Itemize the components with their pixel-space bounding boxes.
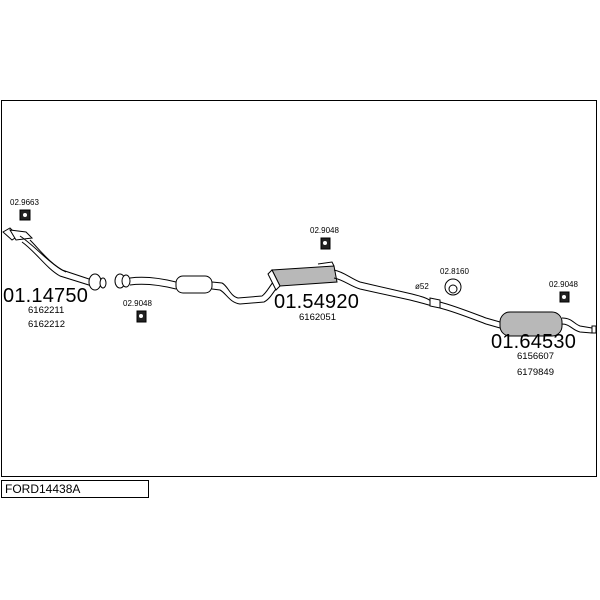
part-ref-front-pipe-2: 6162212 <box>28 319 65 330</box>
diagram-title: FORD14438A <box>5 482 81 496</box>
part-ref-rear-silencer-2: 6179849 <box>517 367 554 378</box>
hanger-icon <box>320 237 331 250</box>
diagram-title-box: FORD14438A <box>1 480 149 498</box>
pipe-diameter-label: ø52 <box>415 282 429 291</box>
hanger-icon <box>559 291 570 303</box>
part-ref-front-pipe-1: 6162211 <box>28 305 65 316</box>
accessory-code-gasket: 02.9663 <box>10 198 39 207</box>
part-code-center-silencer: 01.54920 <box>274 291 360 313</box>
part-code-front-pipe: 01.14750 <box>3 285 89 307</box>
accessory-code-clamp: 02.8160 <box>440 267 469 276</box>
part-ref-rear-silencer-1: 6156607 <box>517 351 554 362</box>
clamp-icon <box>444 278 462 296</box>
diagram-frame <box>1 100 597 477</box>
front-pipe-part <box>2 227 107 291</box>
rear-pipe <box>429 297 501 329</box>
bracket-icon <box>317 261 335 267</box>
part-code-rear-silencer: 01.64530 <box>491 331 577 353</box>
accessory-code-hanger-center: 02.9048 <box>310 226 339 235</box>
accessory-code-hanger-rear: 02.9048 <box>549 280 578 289</box>
center-silencer <box>267 265 433 307</box>
hanger-icon <box>136 310 147 323</box>
connector-clamp <box>114 273 131 289</box>
hanger-icon <box>19 209 31 221</box>
rear-silencer <box>499 311 597 337</box>
part-ref-center-silencer-1: 6162051 <box>299 312 336 323</box>
intermediate-pipe <box>129 275 283 305</box>
accessory-code-hanger-front: 02.9048 <box>123 299 152 308</box>
